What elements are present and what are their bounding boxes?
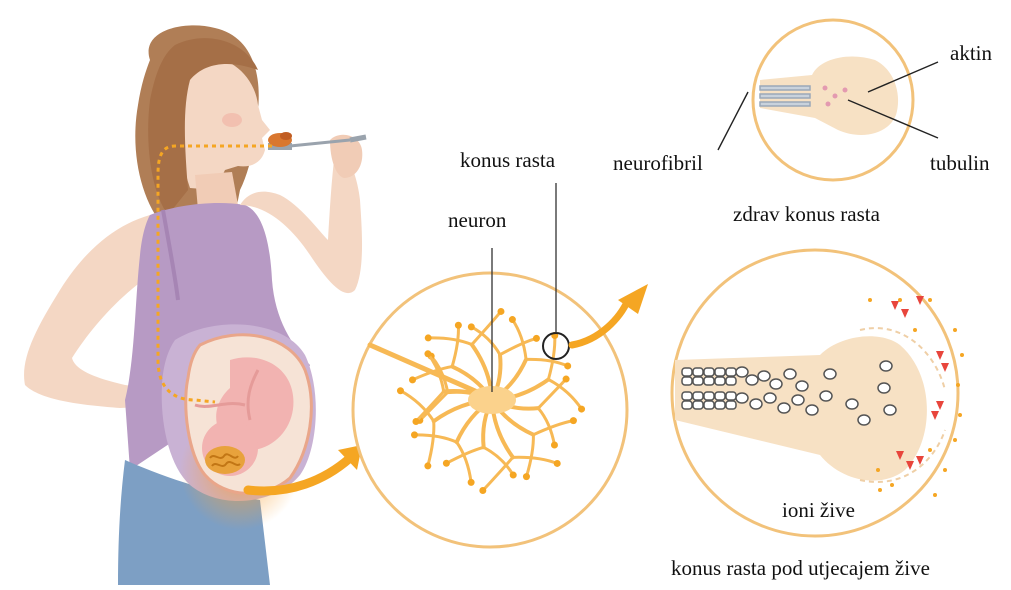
- label-konus-rasta: konus rasta: [460, 150, 555, 171]
- label-tubulin: tubulin: [930, 153, 990, 174]
- mercury-cone-circle: [672, 250, 964, 536]
- label-konus-pod-utjecajem-zive: konus rasta pod utjecajem žive: [671, 558, 930, 579]
- healthy-fibrils: [760, 86, 810, 106]
- neuron-circle: [353, 183, 627, 547]
- label-neurofibril: neurofibril: [613, 153, 703, 174]
- label-neuron: neuron: [448, 210, 506, 231]
- pregnant-woman-illustration: [24, 25, 366, 585]
- label-ioni-zive: ioni žive: [782, 500, 855, 521]
- label-aktin: aktin: [950, 43, 992, 64]
- fetus-brain: [205, 446, 245, 474]
- healthy-cone-circle: [718, 20, 938, 180]
- label-zdrav-konus-rasta: zdrav konus rasta: [733, 204, 880, 225]
